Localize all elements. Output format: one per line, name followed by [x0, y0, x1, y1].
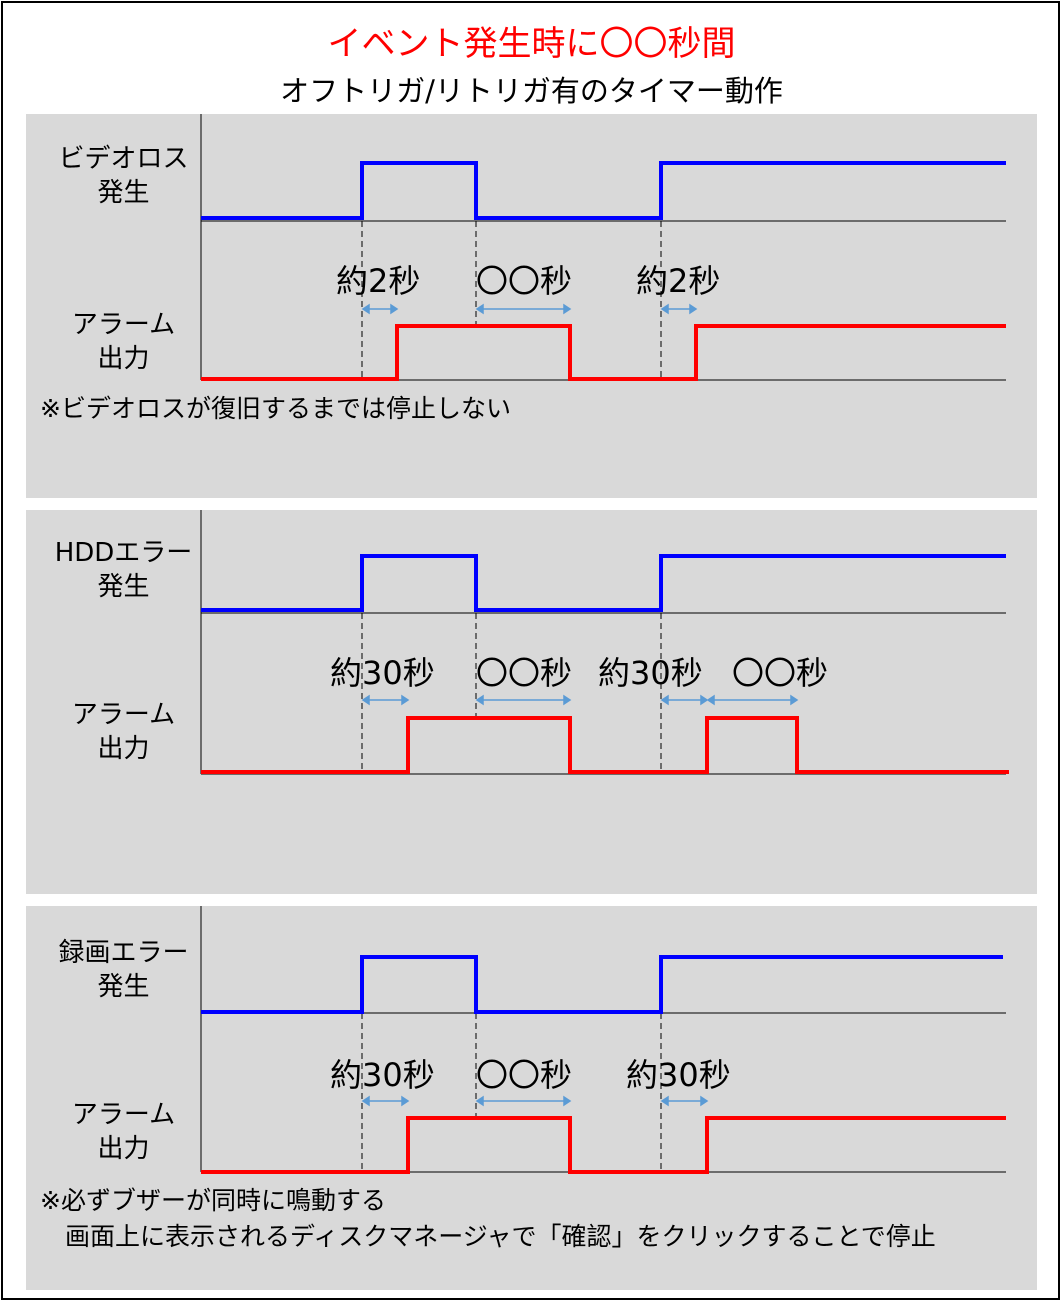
duration-label: 〇〇秒 — [476, 654, 573, 692]
event-label: ビデオロス 発生 — [58, 144, 189, 208]
panel-hdd-error: HDDエラー 発生 アラーム 出力 約30秒 〇〇秒 約30秒 〇〇秒 — [26, 510, 1037, 894]
alarm-label: アラーム 出力 — [71, 700, 176, 764]
duration-label: 〇〇秒 — [476, 262, 573, 300]
duration-arrows — [361, 303, 698, 315]
duration-label: 約2秒 — [636, 262, 721, 300]
event-signal — [201, 554, 1006, 612]
duration-label: 約2秒 — [336, 262, 421, 300]
event-label: 録画エラー 発生 — [58, 938, 189, 1002]
timing-chart-hdd-error — [200, 510, 1009, 775]
alarm-signal — [201, 1116, 1006, 1174]
event-signal — [201, 161, 1006, 220]
event-label: HDDエラー 発生 — [54, 538, 193, 602]
duration-label: 約30秒 — [330, 1056, 435, 1094]
duration-arrows — [361, 694, 799, 706]
timing-chart-video-loss — [200, 114, 1006, 381]
duration-label: 約30秒 — [330, 654, 435, 692]
alarm-label: アラーム 出力 — [71, 310, 176, 374]
diagram-subtitle: オフトリガ/リトリガ有のタイマー動作 — [280, 74, 783, 108]
note-line: ※必ずブザーが同時に鳴動する — [40, 1186, 386, 1215]
duration-arrows — [361, 1095, 709, 1107]
alarm-signal — [201, 324, 1006, 381]
alarm-signal — [201, 716, 1009, 774]
panel-recording-error: 録画エラー 発生 アラーム 出力 約30秒 〇〇秒 約30秒 ※必ずブザーが同時… — [26, 906, 1037, 1290]
duration-label: 約30秒 — [626, 1056, 731, 1094]
duration-label: 〇〇秒 — [732, 654, 829, 692]
duration-label: 約30秒 — [598, 654, 703, 692]
event-signal — [201, 955, 1003, 1014]
note-line: ※ビデオロスが復旧するまでは停止しない — [40, 394, 511, 423]
duration-label: 〇〇秒 — [476, 1056, 573, 1094]
note-line: 画面上に表示されるディスクマネージャで「確認」をクリックすることで停止 — [40, 1222, 936, 1251]
diagram-title: イベント発生時に〇〇秒間 — [327, 24, 736, 64]
panel-video-loss: ビデオロス 発生 アラーム 出力 約2秒 〇〇秒 約2秒 ※ビデオロスが復旧する… — [26, 114, 1037, 498]
timing-chart-recording-error — [200, 906, 1006, 1174]
alarm-label: アラーム 出力 — [71, 1100, 176, 1164]
